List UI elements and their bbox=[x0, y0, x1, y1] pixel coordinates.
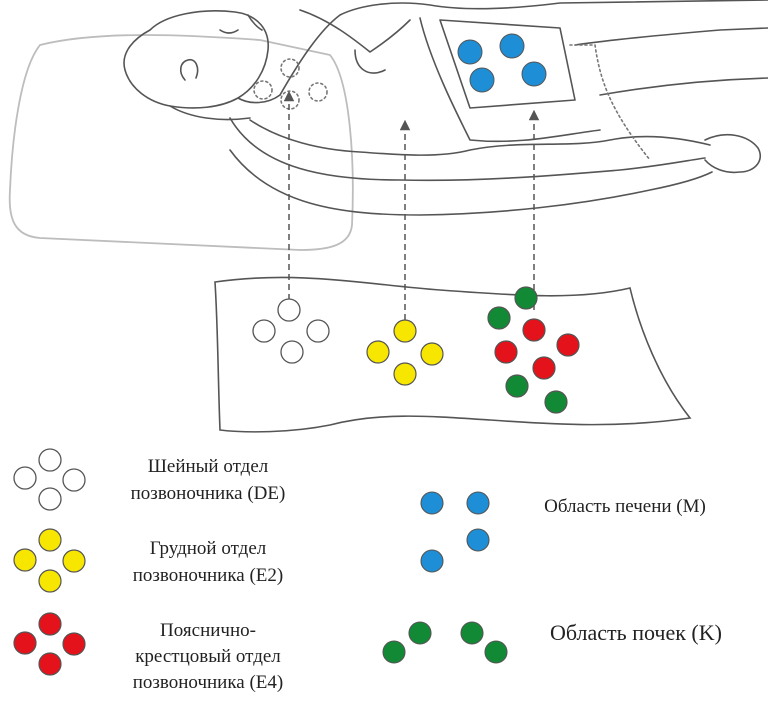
belt-band bbox=[439, 19, 576, 109]
legend-cervical-swatch bbox=[13, 448, 86, 511]
legend-kidneys-swatch bbox=[382, 621, 508, 664]
liver-point bbox=[457, 39, 483, 65]
kidney-point bbox=[544, 390, 568, 414]
legend-thoracic-line1: Грудной отдел bbox=[150, 538, 267, 559]
kidney-point bbox=[514, 286, 538, 310]
legend-cervical-line1: Шейный отдел bbox=[148, 456, 269, 477]
kidney-point bbox=[505, 374, 529, 398]
thoracic-point bbox=[393, 362, 417, 386]
hand bbox=[704, 133, 762, 174]
arm bbox=[229, 117, 706, 182]
legend-lumbosacral-line1: Пояснично- bbox=[160, 620, 256, 641]
lumbar-point bbox=[522, 318, 546, 342]
person-illustration bbox=[8, 0, 768, 251]
torso-top bbox=[279, 0, 768, 96]
eye bbox=[219, 29, 239, 34]
neck bbox=[237, 94, 281, 104]
pillow bbox=[8, 34, 354, 251]
applicator-mat bbox=[214, 276, 692, 433]
lumbar-point bbox=[494, 340, 518, 364]
mat-cervical-points bbox=[252, 298, 330, 364]
cervical-point bbox=[252, 319, 276, 343]
legend-lumbosacral-swatch bbox=[13, 612, 86, 676]
placement-arrows bbox=[283, 90, 540, 330]
belt-liver-points bbox=[457, 33, 547, 93]
torso-lower bbox=[249, 119, 711, 156]
thoracic-point bbox=[393, 319, 417, 343]
legend-thoracic-swatch bbox=[13, 528, 86, 593]
leg bbox=[599, 77, 768, 96]
ear bbox=[179, 58, 199, 81]
legend-thoracic-line2: позвоночника (E2) bbox=[133, 565, 283, 586]
legend-kidneys-label: Область почек (K) bbox=[550, 620, 722, 645]
liver-point bbox=[499, 33, 525, 59]
nose bbox=[247, 14, 263, 31]
liver-point bbox=[469, 67, 495, 93]
mat-lumbar-points bbox=[487, 286, 580, 414]
lumbar-point bbox=[556, 333, 580, 357]
thoracic-point bbox=[420, 342, 444, 366]
cervical-point bbox=[277, 298, 301, 322]
liver-point bbox=[521, 61, 547, 87]
thoracic-point bbox=[366, 340, 390, 364]
legend-liver-swatch bbox=[420, 491, 490, 573]
arm-lower bbox=[229, 149, 713, 216]
legend-lumbosacral-line2: крестцовый отдел bbox=[135, 646, 281, 667]
neck-back bbox=[169, 105, 251, 121]
breast bbox=[354, 49, 386, 74]
lumbar-point bbox=[532, 356, 556, 380]
kidney-point bbox=[487, 306, 511, 330]
cervical-point bbox=[280, 340, 304, 364]
legend-cervical-line2: позвоночника (DE) bbox=[131, 483, 286, 504]
belt-band-outer bbox=[419, 17, 601, 143]
head bbox=[123, 10, 269, 109]
legend-liver-label: Область печени (М) bbox=[544, 496, 706, 517]
hip bbox=[574, 27, 768, 46]
cervical-point bbox=[306, 319, 330, 343]
legend: Шейный отдел позвоночника (DE) Грудной о… bbox=[13, 448, 722, 693]
chest bbox=[299, 9, 411, 53]
kidney-dotted-contour bbox=[569, 44, 651, 161]
mat-thoracic-points bbox=[366, 319, 444, 386]
legend-lumbosacral-line3: позвоночника (E4) bbox=[133, 672, 283, 693]
